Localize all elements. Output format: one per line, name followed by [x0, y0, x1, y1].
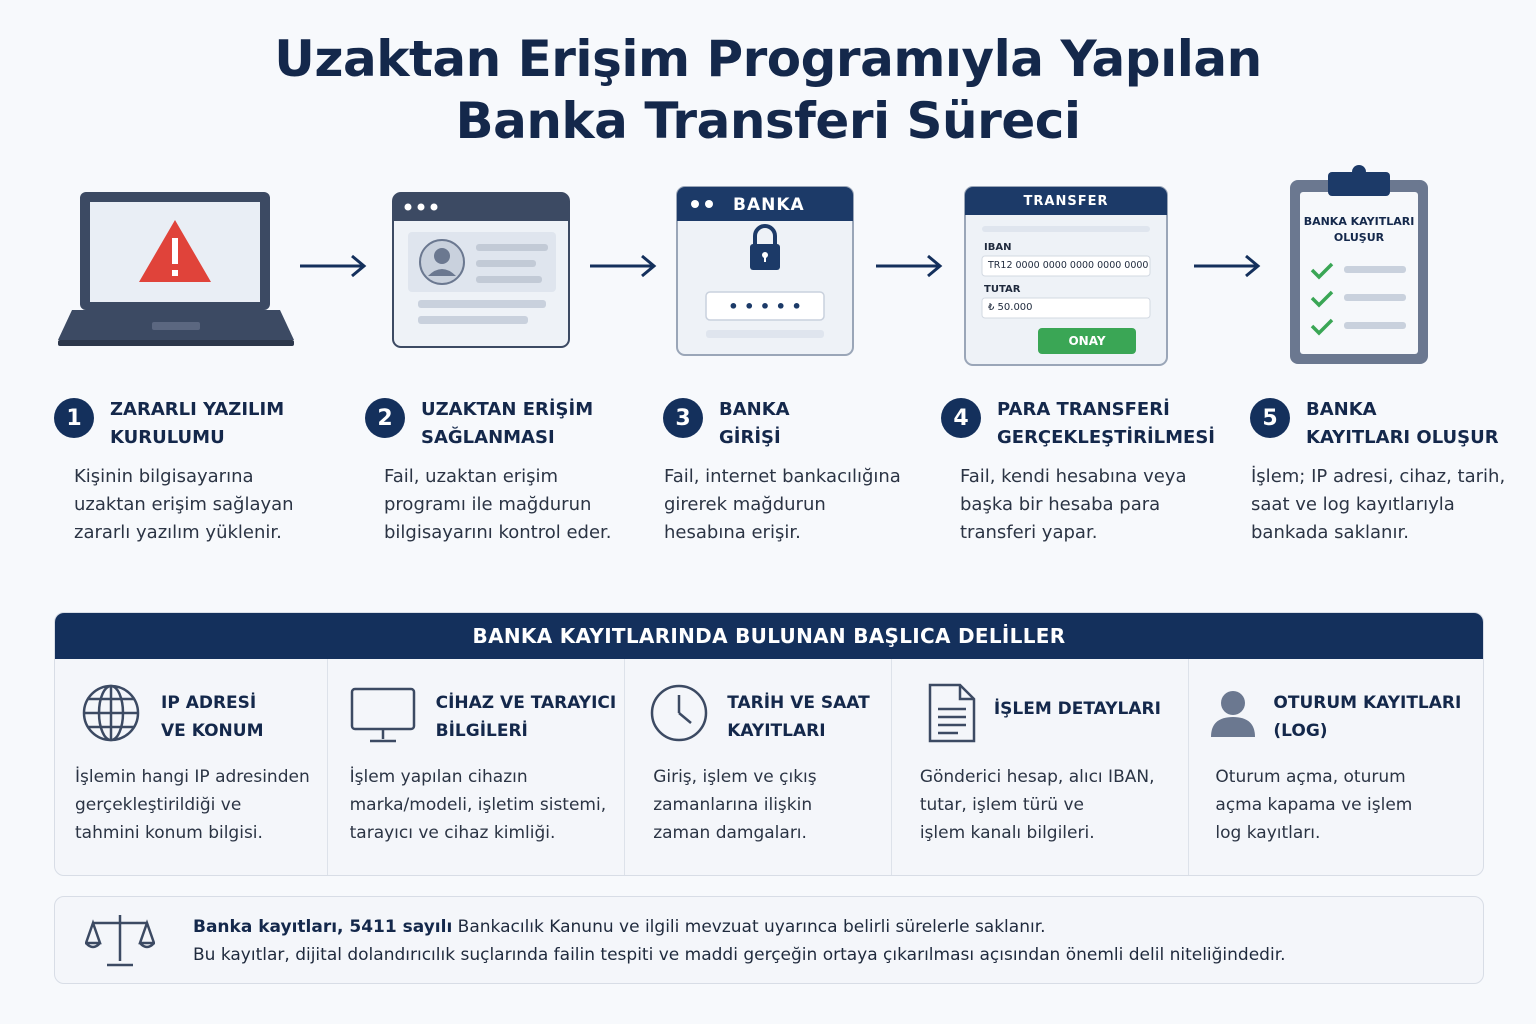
step-4-description: Fail, kendi hesabına veya başka bir hesa…: [960, 466, 1187, 543]
evidence-desc-transaction: Gönderici hesap, alıcı IBAN, tutar, işle…: [919, 767, 1155, 843]
user-icon: [1209, 689, 1257, 743]
arrow-right-icon: [1194, 254, 1262, 282]
step-2-number: 2: [365, 398, 405, 438]
step-5-number: 5: [1250, 398, 1290, 438]
evidence-item-datetime: TARİH VE SAAT KAYITLARI Giriş, işlem ve …: [625, 659, 892, 875]
clipboard-icon: [1288, 164, 1430, 370]
evidence-title-datetime: TARİH VE SAAT KAYITLARI: [727, 693, 870, 741]
step-2-title: UZAKTAN ERİŞİM SAĞLANMASI: [421, 399, 594, 448]
legal-note-bold: Banka kayıtları, 5411 sayılı: [193, 917, 453, 937]
bank-window-label: BANKA: [733, 195, 805, 215]
evidence-panel: BANKA KAYITLARINDA BULUNAN BAŞLICA DELİL…: [54, 612, 1484, 876]
step-1-number: 1: [54, 398, 94, 438]
document-icon: [928, 683, 976, 747]
evidence-desc-ip: İşlemin hangi IP adresinden gerçekleştir…: [75, 767, 310, 843]
evidence-desc-device: İşlem yapılan cihazın marka/modeli, işle…: [349, 767, 607, 843]
evidence-title-device: CİHAZ VE TARAYICI BİLGİLERİ: [435, 693, 617, 741]
title-line-1: Uzaktan Erişim Programıyla Yapılan: [274, 30, 1262, 88]
monitor-icon: [350, 687, 416, 749]
bank-login-window-icon: [676, 186, 854, 360]
remote-window-icon: [392, 192, 570, 352]
transfer-form-icon: [964, 186, 1168, 370]
password-mask: • • • • •: [728, 296, 802, 316]
evidence-item-device: CİHAZ VE TARAYICI BİLGİLERİ İşlem yapıla…: [328, 659, 626, 875]
records-label-line-1: BANKA KAYITLARI: [1303, 215, 1415, 228]
step-3-title: BANKA GİRİŞİ: [719, 399, 790, 448]
evidence-title-session: OTURUM KAYITLARI (LOG): [1273, 693, 1462, 741]
page-title: Uzaktan Erişim Programıyla Yapılan Banka…: [0, 28, 1536, 152]
legal-note: Banka kayıtları, 5411 sayılı Bankacılık …: [54, 896, 1484, 984]
legal-note-text: Banka kayıtları, 5411 sayılı Bankacılık …: [193, 913, 1286, 969]
evidence-desc-session: Oturum açma, oturum açma kapama ve işlem…: [1215, 767, 1413, 843]
step-1-description: Kişinin bilgisayarına uzaktan erişim sağ…: [74, 466, 294, 543]
scales-icon: [84, 911, 156, 973]
legal-note-line-2: Bu kayıtlar, dijital dolandırıcılık suçl…: [193, 945, 1286, 965]
step-1-header: 1 ZARARLI YAZILIM KURULUMU: [54, 396, 284, 452]
step-5-description: İşlem; IP adresi, cihaz, tarih, saat ve …: [1251, 466, 1506, 543]
evidence-item-session: OTURUM KAYITLARI (LOG) Oturum açma, otur…: [1189, 659, 1483, 875]
step-5-title: BANKA KAYITLARI OLUŞUR: [1306, 399, 1499, 448]
step-4-title: PARA TRANSFERİ GERÇEKLEŞTİRİLMESİ: [997, 399, 1215, 448]
transfer-window-label: TRANSFER: [1023, 193, 1109, 209]
step-2-description: Fail, uzaktan erişim programı ile mağdur…: [384, 466, 612, 543]
evidence-desc-datetime: Giriş, işlem ve çıkış zamanlarına ilişki…: [653, 767, 817, 843]
confirm-button: ONAY: [1068, 334, 1106, 348]
amount-label: TUTAR: [984, 284, 1021, 295]
title-line-2: Banka Transferi Süreci: [455, 92, 1081, 150]
step-4-number: 4: [941, 398, 981, 438]
arrow-right-icon: [876, 254, 944, 282]
evidence-item-ip: IP ADRESİ VE KONUM İşlemin hangi IP adre…: [55, 659, 328, 875]
globe-icon: [81, 683, 141, 747]
evidence-title-transaction: İŞLEM DETAYLARI: [993, 699, 1161, 719]
evidence-heading: BANKA KAYITLARINDA BULUNAN BAŞLICA DELİL…: [55, 613, 1483, 659]
amount-value: ₺ 50.000: [988, 302, 1033, 313]
evidence-title-ip: IP ADRESİ VE KONUM: [161, 693, 264, 741]
evidence-item-transaction: İŞLEM DETAYLARI Gönderici hesap, alıcı I…: [892, 659, 1190, 875]
iban-label: IBAN: [984, 242, 1012, 253]
clock-icon: [649, 683, 709, 747]
step-3-header: 3 BANKA GİRİŞİ: [663, 396, 790, 452]
records-label: BANKA KAYITLARI OLUŞUR: [1300, 214, 1418, 246]
step-4-header: 4 PARA TRANSFERİ GERÇEKLEŞTİRİLMESİ: [941, 396, 1215, 452]
step-3-description: Fail, internet bankacılığına girerek mağ…: [664, 466, 901, 543]
step-2-header: 2 UZAKTAN ERİŞİM SAĞLANMASI: [365, 396, 593, 452]
laptop-warning-icon: [58, 190, 294, 352]
arrow-right-icon: [590, 254, 658, 282]
arrow-right-icon: [300, 254, 368, 282]
legal-note-line-1: Bankacılık Kanunu ve ilgili mevzuat uyar…: [452, 917, 1046, 937]
iban-value: TR12 0000 0000 0000 0000 0000: [988, 260, 1149, 271]
step-5-header: 5 BANKA KAYITLARI OLUŞUR: [1250, 396, 1499, 452]
step-1-title: ZARARLI YAZILIM KURULUMU: [110, 399, 285, 448]
step-3-number: 3: [663, 398, 703, 438]
records-label-line-2: OLUŞUR: [1333, 231, 1385, 244]
